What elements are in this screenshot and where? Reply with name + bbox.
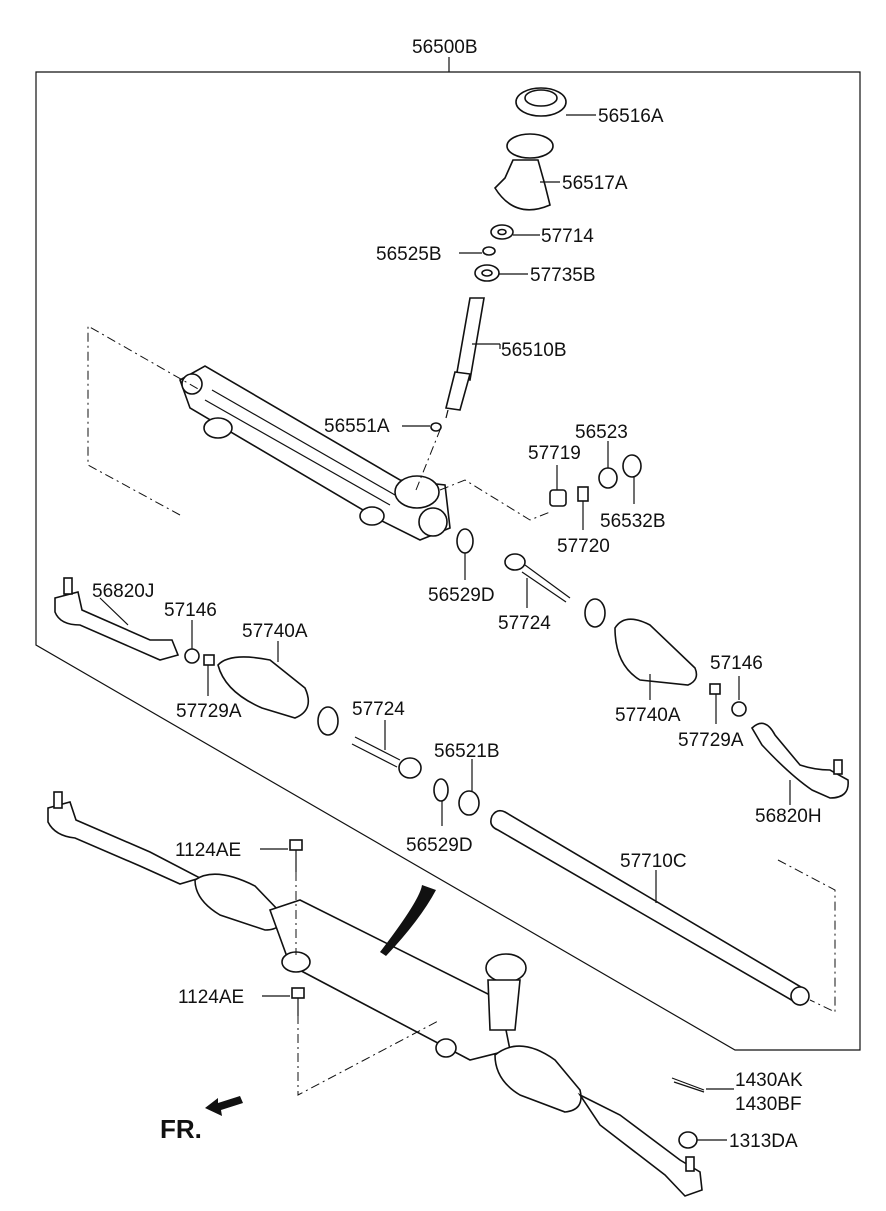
label-57710C: 57710C — [620, 851, 687, 872]
rack-bush-part — [458, 759, 480, 816]
tie-rod-end-left-part — [54, 577, 180, 661]
snap-ring-part — [459, 246, 496, 256]
label-56532B: 56532B — [600, 511, 666, 532]
bush-part — [402, 422, 442, 432]
cotter-pin-part — [671, 1077, 734, 1093]
label-1124AE-upper: 1124AE — [175, 840, 241, 861]
label-1124AE-lower: 1124AE — [178, 987, 244, 1008]
housing-link-dashed — [439, 479, 551, 521]
label-57724-lower: 57724 — [352, 699, 405, 720]
label-57146-right: 57146 — [710, 653, 763, 674]
jam-nut-right-part — [731, 676, 747, 717]
rack-bar-part — [490, 809, 810, 1007]
oil-seal-part — [474, 264, 528, 282]
jam-nut-left-part — [184, 620, 200, 664]
label-56820H: 56820H — [755, 806, 822, 827]
label-56820J: 56820J — [92, 581, 154, 602]
front-direction-label: FR. — [160, 1114, 202, 1144]
label-1430BF: 1430BF — [735, 1094, 802, 1115]
dust-cap-part — [515, 87, 596, 117]
direction-arrow-icon — [380, 885, 436, 956]
clip-left-part — [203, 654, 215, 696]
label-1430AK: 1430AK — [735, 1070, 803, 1091]
boot-clamp-right-part — [584, 598, 606, 628]
label-57740A-left: 57740A — [242, 621, 308, 642]
inner-tie-rod-lower-part — [351, 720, 422, 779]
assembly-bolt-dashed — [297, 1015, 441, 1096]
label-56521B: 56521B — [434, 741, 500, 762]
label-56517A: 56517A — [562, 173, 628, 194]
castle-nut-part — [678, 1131, 727, 1149]
label-56525B: 56525B — [376, 244, 442, 265]
yoke-plug-part — [549, 465, 567, 507]
housing-outline-dashed — [87, 325, 201, 516]
label-57735B: 57735B — [530, 265, 596, 286]
lock-nut-part — [622, 454, 642, 504]
label-56529D-upper: 56529D — [428, 585, 495, 606]
pinion-link-dashed — [415, 429, 441, 491]
label-57714: 57714 — [541, 226, 594, 247]
label-57729A-right: 57729A — [678, 730, 744, 751]
assembly-frame — [35, 57, 861, 1051]
label-1313DA: 1313DA — [729, 1131, 798, 1152]
label-57729A-left: 57729A — [176, 701, 242, 722]
rack-outline-dashed — [777, 859, 836, 1013]
label-56510B: 56510B — [501, 340, 567, 361]
clip-right-part — [709, 683, 721, 724]
bellows-right-part — [614, 618, 698, 700]
nut-part — [490, 224, 540, 240]
label-57724-upper: 57724 — [498, 613, 551, 634]
label-57740A-right: 57740A — [615, 705, 681, 726]
label-56551A: 56551A — [324, 416, 390, 437]
label-57719: 57719 — [528, 443, 581, 464]
pinion-shaft-part — [445, 297, 501, 419]
bolt-lower-part — [262, 987, 305, 1016]
boot-clamp-left-part — [317, 706, 339, 736]
label-57146-left: 57146 — [164, 600, 217, 621]
gear-housing-part — [179, 365, 451, 541]
yoke-part — [598, 441, 618, 489]
seal-ring-lower-part — [433, 778, 449, 826]
bellows-left-part — [217, 641, 310, 719]
label-57720: 57720 — [557, 536, 610, 557]
label-56523: 56523 — [575, 422, 628, 443]
label-56529D-lower: 56529D — [406, 835, 473, 856]
front-arrow-icon — [205, 1096, 243, 1116]
pinion-boot-part — [493, 133, 560, 211]
assembly-label: 56500B — [412, 37, 478, 58]
tie-rod-end-right-part — [750, 722, 849, 805]
bolt-upper-part — [260, 839, 303, 955]
label-56516A: 56516A — [598, 106, 664, 127]
seal-ring-upper-part — [456, 528, 474, 580]
inner-tie-rod-upper-part — [504, 553, 571, 608]
steering-gear-assembly — [47, 791, 703, 1197]
yoke-spring-part — [577, 486, 589, 530]
